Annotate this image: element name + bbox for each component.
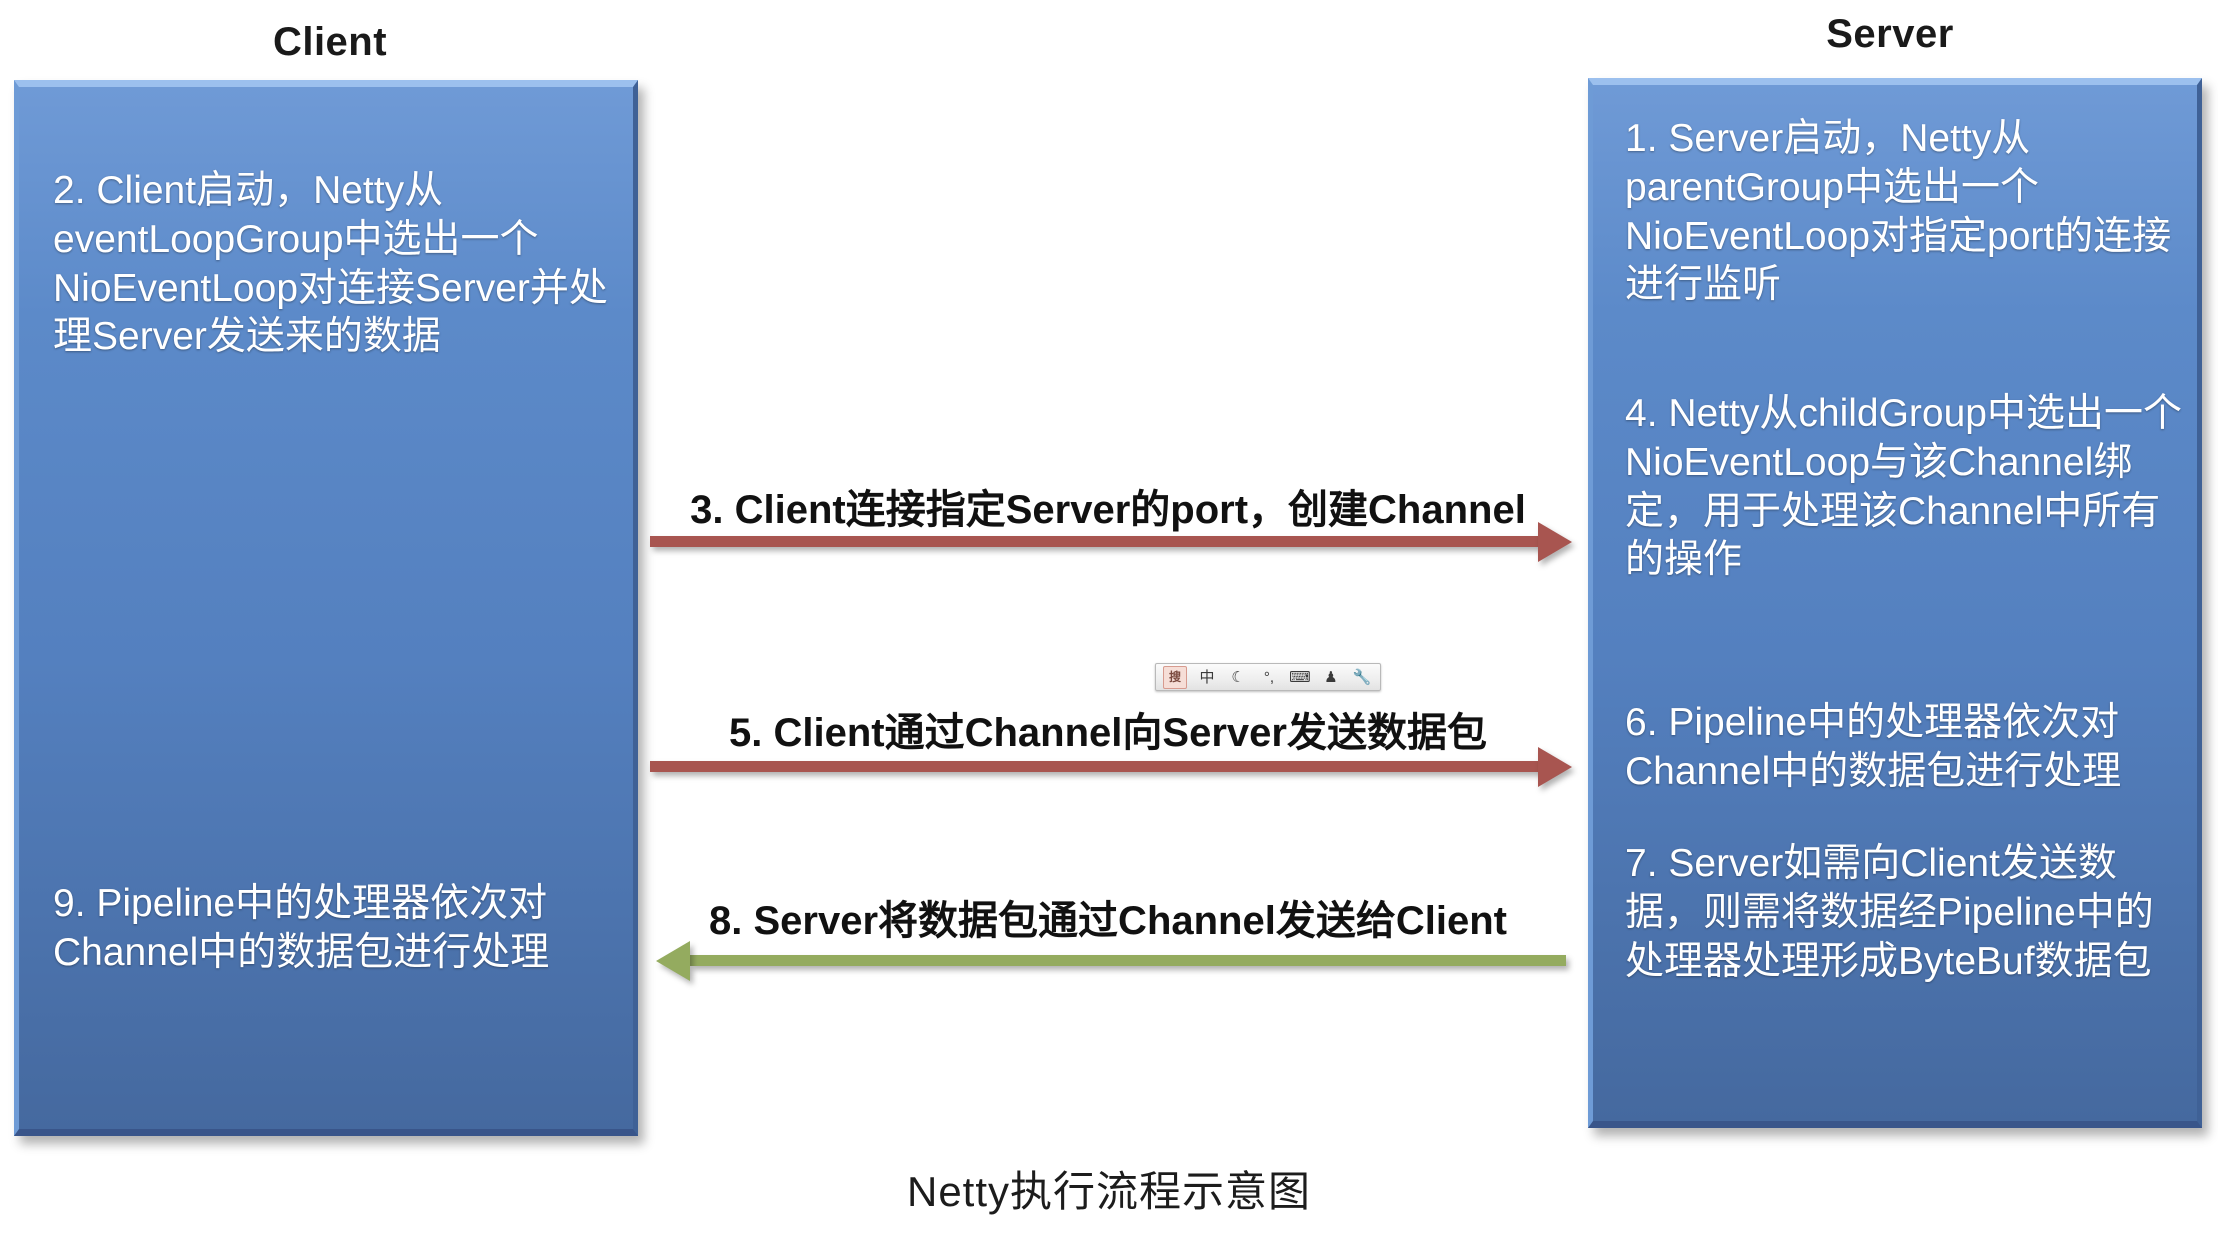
client-step-9-text: 9. Pipeline中的处理器依次对Channel中的数据包进行处理 — [53, 882, 550, 974]
crescent-moon-icon[interactable]: ☾ — [1231, 668, 1245, 686]
arrow-3-label: 3. Client连接指定Server的port，创建Channel — [690, 488, 1526, 532]
arrow-3-head-icon — [1538, 522, 1572, 562]
arrow-3-line — [650, 536, 1542, 547]
server-step-4-text: 4. Netty从childGroup中选出一个NioEventLoop与该Ch… — [1625, 392, 2182, 582]
server-box: 1. Server启动，Netty从parentGroup中选出一个NioEve… — [1588, 78, 2202, 1128]
punctuation-mode-icon[interactable]: °, — [1263, 668, 1275, 686]
client-step-2-text: 2. Client启动，Netty从eventLoopGroup中选出一个Nio… — [53, 169, 608, 359]
chinese-mode-icon[interactable]: 中 — [1199, 668, 1215, 686]
sogou-logo-icon[interactable]: 搜 — [1163, 665, 1187, 689]
server-column-title: Server — [1826, 12, 1954, 56]
server-step-6-text: 6. Pipeline中的处理器依次对Channel中的数据包进行处理 — [1625, 701, 2122, 793]
arrow-5-line — [650, 761, 1542, 772]
arrow-5-label: 5. Client通过Channel向Server发送数据包 — [729, 711, 1487, 755]
arrow-8-head-icon — [656, 941, 690, 981]
settings-wrench-icon[interactable]: 🔧 — [1352, 668, 1372, 686]
server-step-7-text: 7. Server如需向Client发送数据，则需将数据经Pipeline中的处… — [1625, 842, 2154, 983]
arrow-8-line — [690, 955, 1566, 966]
user-profile-icon[interactable]: ♟ — [1324, 668, 1338, 686]
client-column-title: Client — [272, 20, 388, 64]
soft-keyboard-icon[interactable]: ⌨ — [1289, 668, 1311, 686]
diagram-caption: Netty执行流程示意图 — [906, 1168, 1312, 1215]
arrow-5-head-icon — [1538, 747, 1572, 787]
arrow-8-label: 8. Server将数据包通过Channel发送给Client — [709, 899, 1507, 943]
client-box: 2. Client启动，Netty从eventLoopGroup中选出一个Nio… — [14, 80, 638, 1136]
ime-floating-toolbar[interactable]: 搜 中 ☾ °, ⌨ ♟ 🔧 — [1155, 663, 1381, 691]
server-step-1-text: 1. Server启动，Netty从parentGroup中选出一个NioEve… — [1625, 117, 2172, 307]
